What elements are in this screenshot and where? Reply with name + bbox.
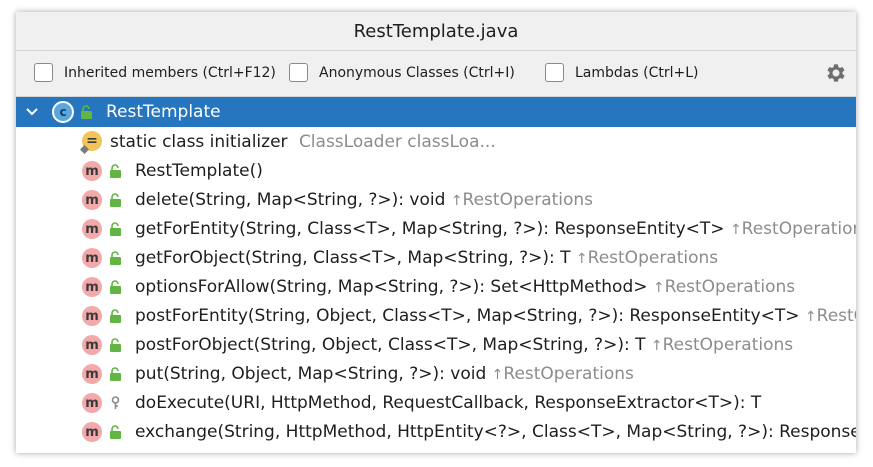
- checkbox-box[interactable]: [34, 63, 53, 82]
- method-icon: m: [82, 161, 102, 181]
- up-arrow-icon: ↑: [575, 250, 588, 267]
- initializer-icon: =: [82, 131, 102, 151]
- up-arrow-icon: ↑: [650, 337, 663, 354]
- inherited-from-label: RestOperations: [662, 334, 794, 355]
- checkbox-label: Lambdas (Ctrl+L): [575, 64, 699, 81]
- method-icon: m: [82, 422, 102, 442]
- tree-item-method[interactable]: m postForEntity(String, Object, Class<T>…: [16, 301, 856, 330]
- up-arrow-icon: ↑: [729, 221, 742, 238]
- method-signature: optionsForAllow(String, Map<String, ?>):…: [135, 276, 648, 297]
- tree-item-method[interactable]: m put(String, Object, Map<String, ?>): v…: [16, 359, 856, 388]
- lock-open-icon: [110, 367, 121, 381]
- inherited-from: ↑RestOpera: [805, 306, 856, 326]
- lock-open-icon: [110, 251, 121, 265]
- popup-title-bar[interactable]: RestTemplate.java: [16, 12, 856, 51]
- gear-icon[interactable]: [824, 61, 848, 85]
- file-structure-popup: RestTemplate.java Inherited members (Ctr…: [16, 12, 856, 453]
- tree-item-method[interactable]: m postForObject(String, Object, Class<T>…: [16, 330, 856, 359]
- lock-open-icon: [110, 425, 121, 439]
- tree-item-method[interactable]: m RestTemplate(): [16, 156, 856, 185]
- inherited-from-label: RestOperations: [664, 276, 796, 297]
- lambdas-checkbox[interactable]: Lambdas (Ctrl+L): [545, 63, 698, 82]
- inherited-from: ↑RestOperations: [576, 248, 718, 268]
- filter-toolbar: Inherited members (Ctrl+F12) Anonymous C…: [16, 51, 856, 97]
- inherited-from-label: RestOperations: [503, 363, 634, 384]
- inherited-members-checkbox[interactable]: Inherited members (Ctrl+F12): [34, 63, 276, 82]
- method-icon: m: [82, 306, 102, 326]
- static-marker-icon: [80, 145, 89, 154]
- method-signature: exchange(String, HttpMethod, HttpEntity<…: [135, 421, 856, 442]
- method-signature: postForEntity(String, Object, Class<T>, …: [135, 305, 800, 326]
- tree-root-label: RestTemplate: [106, 102, 221, 122]
- tree-item-method[interactable]: m delete(String, Map<String, ?>): void ↑…: [16, 185, 856, 214]
- chevron-down-icon[interactable]: [24, 104, 40, 120]
- method-icon: m: [82, 277, 102, 297]
- method-signature: doExecute(URI, HttpMethod, RequestCallba…: [135, 392, 762, 413]
- method-signature: delete(String, Map<String, ?>): void: [135, 189, 446, 210]
- lock-open-icon: [110, 280, 121, 294]
- initializer-detail: ClassLoader classLoa...: [298, 131, 496, 152]
- up-arrow-icon: ↑: [804, 308, 817, 325]
- inherited-from: ↑RestOperations: [492, 364, 634, 384]
- inherited-from-label: RestOperations: [741, 218, 856, 239]
- anonymous-classes-checkbox[interactable]: Anonymous Classes (Ctrl+I): [289, 63, 515, 82]
- key-protected-icon: [111, 396, 120, 409]
- lock-open-icon: [110, 164, 121, 178]
- checkbox-box[interactable]: [545, 63, 564, 82]
- tree-item-method[interactable]: m getForEntity(String, Class<T>, Map<Str…: [16, 214, 856, 243]
- lock-open-icon: [110, 338, 121, 352]
- method-icon: m: [82, 335, 102, 355]
- popup-title: RestTemplate.java: [353, 20, 519, 42]
- up-arrow-icon: ↑: [652, 279, 665, 296]
- method-icon: m: [82, 190, 102, 210]
- tree-item-method[interactable]: m exchange(String, HttpMethod, HttpEntit…: [16, 417, 856, 446]
- tree-item-method[interactable]: m doExecute(URI, HttpMethod, RequestCall…: [16, 388, 856, 417]
- tree-item-method[interactable]: m optionsForAllow(String, Map<String, ?>…: [16, 272, 856, 301]
- method-signature: put(String, Object, Map<String, ?>): voi…: [135, 363, 487, 384]
- method-icon: m: [82, 393, 102, 413]
- initializer-label: static class initializer: [110, 131, 288, 152]
- structure-tree: c RestTemplate = static class initialize…: [16, 97, 856, 446]
- lock-open-icon: [110, 222, 121, 236]
- method-signature: getForObject(String, Class<T>, Map<Strin…: [135, 247, 571, 268]
- inherited-from: ↑RestOperations: [651, 335, 793, 355]
- class-icon: c: [52, 101, 74, 123]
- checkbox-label: Anonymous Classes (Ctrl+I): [319, 64, 515, 81]
- lock-open-icon: [81, 105, 92, 119]
- method-icon: m: [82, 219, 102, 239]
- tree-root-resttemplate[interactable]: c RestTemplate: [16, 97, 856, 127]
- inherited-from-label: RestOperations: [462, 189, 594, 210]
- tree-item-method[interactable]: m getForObject(String, Class<T>, Map<Str…: [16, 243, 856, 272]
- inherited-from: ↑RestOperations: [730, 219, 856, 239]
- inherited-from: ↑RestOperations: [451, 190, 593, 210]
- checkbox-label: Inherited members (Ctrl+F12): [64, 64, 276, 81]
- method-icon: m: [82, 248, 102, 268]
- up-arrow-icon: ↑: [450, 192, 463, 209]
- checkbox-box[interactable]: [289, 63, 308, 82]
- method-signature: postForObject(String, Object, Class<T>, …: [135, 334, 646, 355]
- inherited-from-label: RestOperations: [587, 247, 719, 268]
- lock-open-icon: [110, 309, 121, 323]
- up-arrow-icon: ↑: [491, 366, 504, 383]
- tree-item-static-initializer[interactable]: = static class initializer ClassLoader c…: [16, 127, 856, 156]
- inherited-from-label: RestOpera: [816, 305, 856, 326]
- lock-open-icon: [110, 193, 121, 207]
- inherited-from: ↑RestOperations: [653, 277, 795, 297]
- method-signature: RestTemplate(): [135, 160, 263, 181]
- method-signature: getForEntity(String, Class<T>, Map<Strin…: [135, 218, 725, 239]
- method-icon: m: [82, 364, 102, 384]
